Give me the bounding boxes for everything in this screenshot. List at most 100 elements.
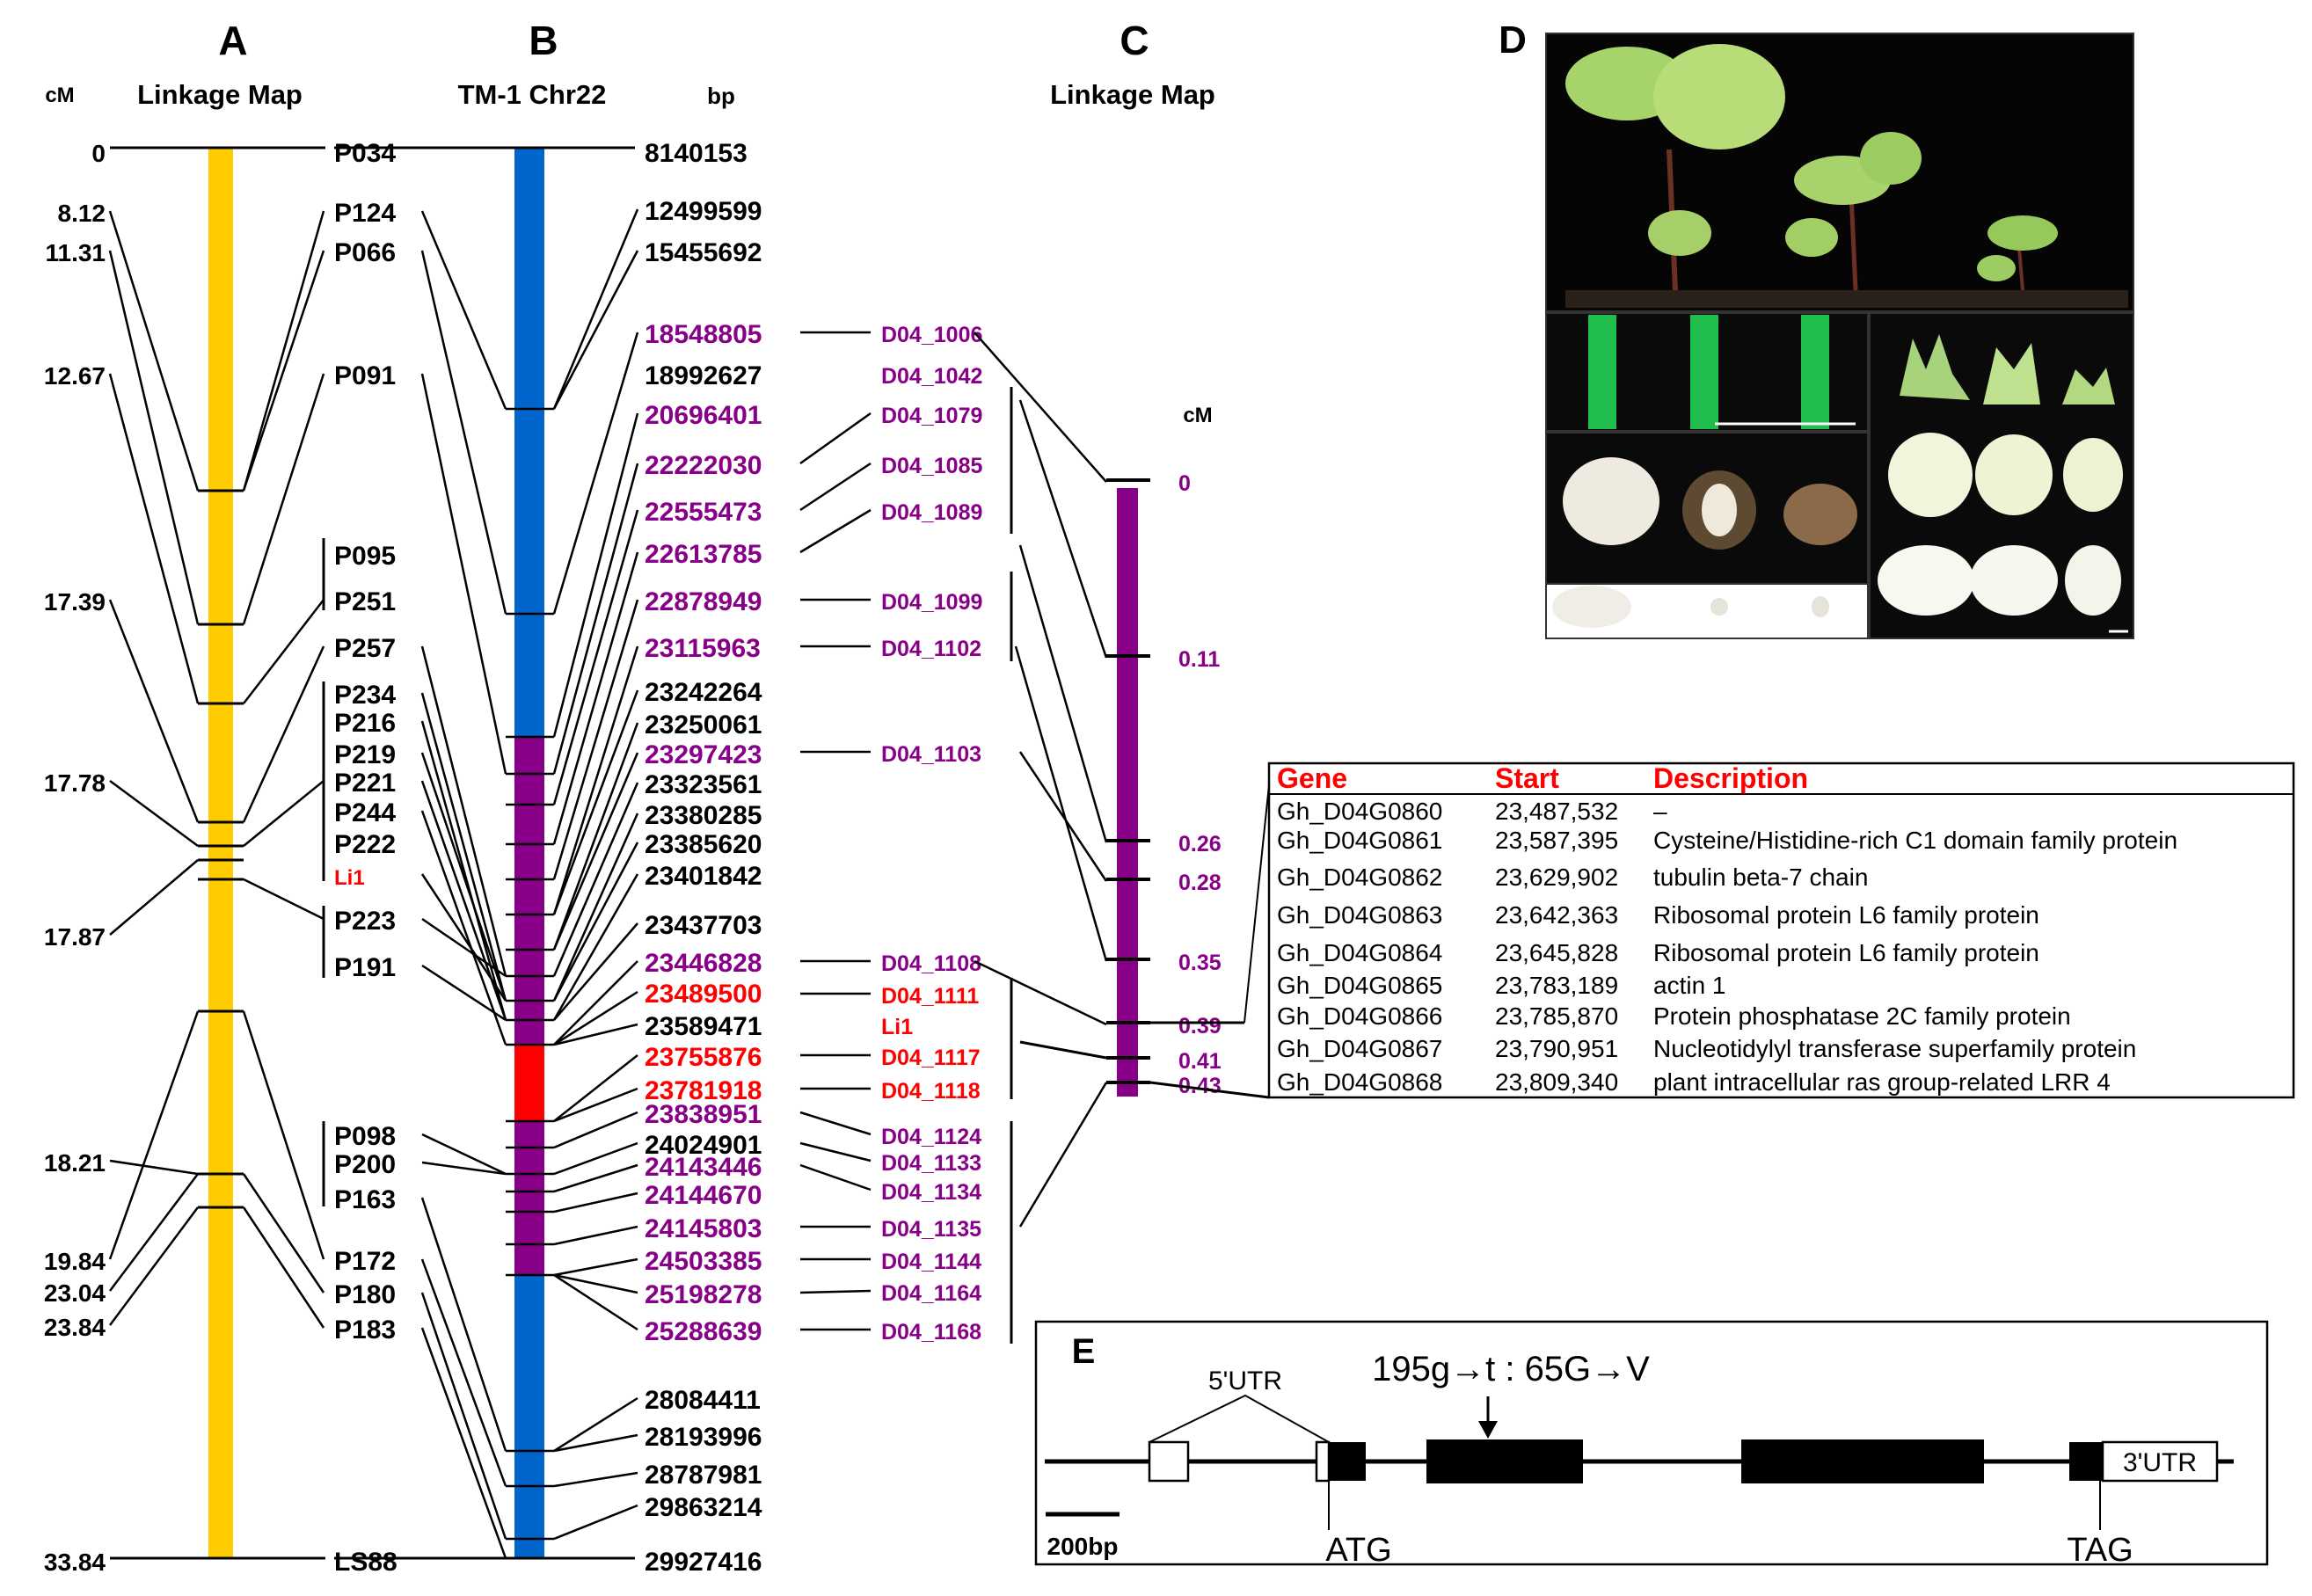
panel-d-letter: D	[1499, 18, 1527, 62]
b-right-conn	[552, 509, 639, 805]
b-position-label: 24144670	[645, 1181, 762, 1210]
a-marker-label: P223	[334, 907, 396, 936]
a-marker-label: Li1	[334, 866, 365, 890]
c-marker-label: D04_1133	[881, 1151, 981, 1176]
c-table-conn	[1244, 784, 1270, 1024]
c-left-conn	[799, 1163, 872, 1192]
gene-table-cell: 23,642,363	[1495, 901, 1618, 929]
b-right-conn	[552, 412, 639, 738]
gene-structure	[1045, 1394, 2234, 1530]
a-right-conn	[243, 599, 325, 704]
a-marker-label: P124	[334, 199, 396, 228]
a-position-label: 12.67	[44, 362, 106, 390]
a-left-conn	[108, 373, 200, 704]
c-marker-label: D04_1111	[881, 984, 979, 1009]
a-left-conn	[108, 599, 200, 823]
a-left-conn	[109, 779, 199, 848]
b-left-conn	[420, 873, 507, 1002]
a-right-conn	[242, 250, 325, 492]
c-marker-label: D04_1042	[881, 364, 982, 389]
a-left-conn	[109, 859, 199, 936]
atg-label: ATG	[1325, 1532, 1391, 1569]
c-marker-label: D04_1134	[881, 1180, 981, 1205]
a-marker-label: P222	[334, 830, 396, 859]
c-position-label: 0.35	[1178, 951, 1222, 975]
panel-c-marker-labels: D04_1006D04_1042D04_1079D04_1085D04_1089…	[881, 323, 982, 1345]
b-right-conn	[552, 873, 639, 1021]
c-marker-label: D04_1124	[881, 1125, 981, 1149]
a-position-label: 18.21	[44, 1149, 106, 1177]
a-marker-label: P251	[334, 587, 396, 616]
c-marker-label: D04_1006	[881, 323, 982, 347]
fuzz-stem-2	[1690, 315, 1718, 429]
b-position-label: 23755876	[645, 1043, 762, 1072]
utr3-exon	[2101, 1440, 2219, 1483]
gene-table-header: Gene	[1277, 762, 1347, 794]
a-right-conn	[243, 878, 325, 921]
c-left-conn	[799, 1141, 872, 1162]
b-position-label: 23589471	[645, 1012, 762, 1041]
exon-2	[1426, 1439, 1583, 1483]
c-position-label: 0.11	[1178, 647, 1220, 672]
a-marker-label: P219	[334, 740, 396, 769]
c-right-conn	[1018, 751, 1108, 882]
panel-a-title: Linkage Map	[137, 79, 303, 110]
b-position-label: 23250061	[645, 711, 762, 740]
a-right-conn	[242, 1206, 325, 1329]
panel-c-connector-lines	[799, 331, 1270, 1344]
b-right-conn	[552, 332, 639, 615]
gene-table-frame	[1267, 762, 2295, 1099]
gene-table-cell: Gh_D04G0862	[1277, 864, 1442, 891]
a-position-label: 17.39	[44, 588, 106, 616]
gene-table-cell: actin 1	[1653, 972, 1726, 999]
a-marker-label: P172	[334, 1247, 396, 1276]
panel-b-letter: B	[529, 18, 558, 63]
phenotype-photo-grid	[1545, 33, 2134, 639]
panel-b-chromosome-bar	[514, 148, 544, 1558]
b-left-conn	[420, 810, 507, 1046]
b-position-label: 23323561	[645, 770, 762, 799]
b-right-conn	[553, 1504, 638, 1541]
exon-1	[1329, 1442, 1366, 1481]
b-right-conn	[552, 599, 639, 880]
b-position-label: 29927416	[645, 1548, 762, 1577]
b-right-conn	[553, 1433, 638, 1453]
b-position-label: 28193996	[645, 1423, 762, 1452]
b-bar-segment	[514, 1045, 544, 1121]
c-marker-label: D04_1103	[881, 742, 981, 767]
gene-table-cell: Gh_D04G0860	[1277, 798, 1442, 825]
b-position-label: 23242264	[645, 678, 762, 707]
c-position-label: 0.26	[1178, 832, 1222, 856]
b-position-label: 23781918	[645, 1076, 762, 1105]
fuzz-stem-3	[1801, 315, 1829, 429]
b-position-label: 25198278	[645, 1280, 762, 1309]
c-marker-label: D04_1117	[881, 1046, 981, 1070]
panel-b-position-labels: 8140153124995991545569218548805189926272…	[645, 139, 762, 1577]
panel-c-position-labels: 00.110.260.280.350.390.410.43	[1178, 471, 1222, 1098]
utr5-exon-1	[1148, 1440, 1190, 1483]
a-marker-label: P098	[334, 1122, 396, 1151]
a-right-conn	[242, 1173, 325, 1294]
panel-a-letter: A	[218, 18, 247, 63]
b-left-conn	[420, 1292, 507, 1540]
b-left-conn	[421, 964, 507, 1022]
a-left-conn	[109, 1159, 199, 1176]
c-right-conn	[1018, 1082, 1108, 1228]
panel-c-unit: cM	[1183, 404, 1212, 427]
gene-table-cell: 23,629,902	[1495, 864, 1618, 891]
b-right-conn	[553, 1141, 638, 1176]
b-right-conn	[552, 722, 639, 951]
c-marker-label: D04_1168	[881, 1320, 981, 1345]
b-left-conn	[420, 250, 507, 615]
gene-table-cell: Gh_D04G0861	[1277, 827, 1442, 854]
b-left-conn	[421, 1133, 507, 1176]
a-marker-label: P095	[334, 542, 396, 571]
b-left-conn	[420, 752, 507, 1002]
b-position-label: 29863214	[645, 1493, 762, 1522]
b-position-label: 23838951	[645, 1100, 762, 1129]
exon-4	[2069, 1442, 2103, 1481]
a-right-conn	[242, 645, 325, 823]
b-position-label: 22878949	[645, 587, 762, 616]
c-marker-label: D04_1102	[881, 637, 981, 661]
c-left-conn	[799, 508, 872, 554]
